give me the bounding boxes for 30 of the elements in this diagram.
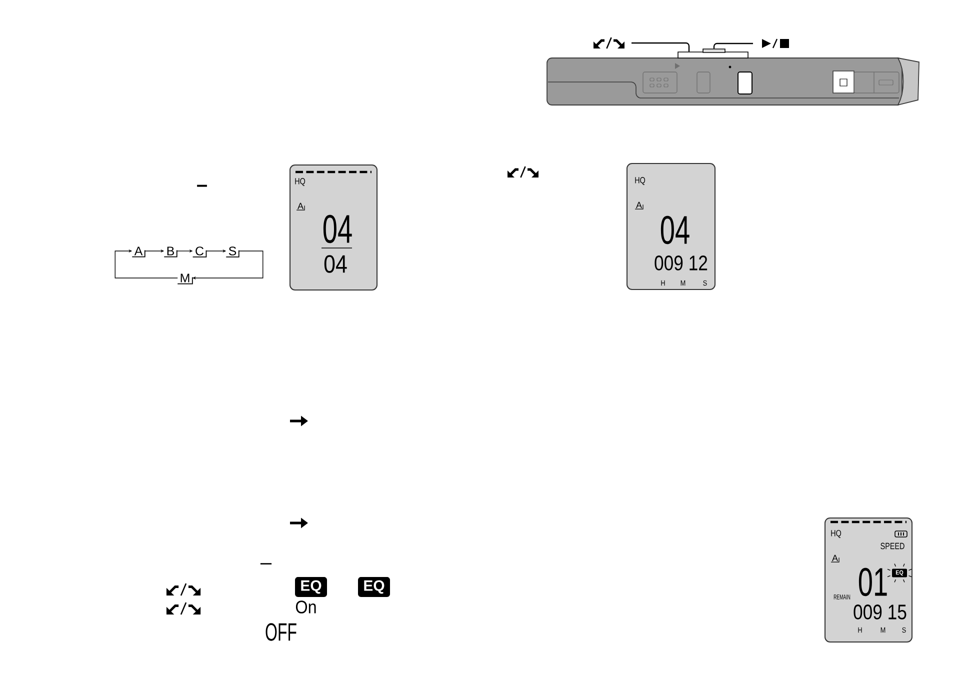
folder-label: A <box>296 202 305 210</box>
file-number: 01 <box>858 568 887 596</box>
folder-letter: C <box>192 246 207 258</box>
play-stop-icon <box>762 38 789 48</box>
file-number: 04 <box>660 216 690 244</box>
dash-mark: – <box>197 184 207 187</box>
folder-letter: S <box>226 246 240 258</box>
folder-label: A <box>634 202 644 210</box>
mode-label: HQ <box>295 178 306 186</box>
file-total: 04 <box>324 255 347 273</box>
time-readout: 009 15 <box>854 604 906 620</box>
mode-label: HQ <box>635 177 646 185</box>
folder-letter: B <box>164 246 178 258</box>
top-button <box>702 48 726 53</box>
dash-mark: – <box>260 563 272 564</box>
leader-line <box>632 42 690 52</box>
lcd-readout: OFF <box>266 623 296 641</box>
skip-icon <box>594 37 624 49</box>
folder-letter: A <box>132 246 146 258</box>
lcd-readout: On <box>296 600 316 614</box>
folder-label: A <box>830 554 840 562</box>
eq-badge: EQ <box>295 577 327 597</box>
time-readout: 009 12 <box>654 256 708 270</box>
slide-button <box>678 52 748 58</box>
file-number: 04 <box>323 214 352 244</box>
eq-badge: EQ <box>358 577 390 597</box>
arrow <box>114 249 178 278</box>
speed-label: SPEED <box>880 542 904 550</box>
folder-letter: M <box>177 274 193 284</box>
mode-label: HQ <box>831 530 842 538</box>
